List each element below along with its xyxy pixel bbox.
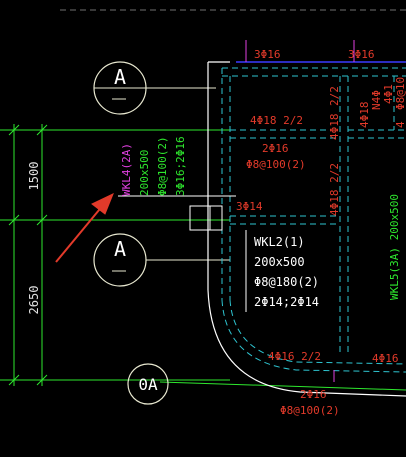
axis-label-0a: 0A bbox=[138, 375, 158, 394]
dimension-2650: 2650 bbox=[27, 286, 41, 315]
rebar-bottom-stirrup: Φ8@100(2) bbox=[280, 404, 340, 417]
rebar-right-n4: N4Φ bbox=[370, 90, 383, 110]
beam-wkl4-stirrup: Φ8@100(2) bbox=[156, 136, 169, 196]
beam-wkl4-annotation: WKL4(2A) 200x500 Φ8@100(2) 3Φ16;2Φ16 bbox=[120, 136, 187, 196]
rebar-bottom-4-16: 4Φ16 2/2 bbox=[268, 350, 321, 363]
rebar-right-4-1: 4Φ1 bbox=[382, 84, 395, 104]
beam-wkl4-size: 200x500 bbox=[138, 150, 151, 196]
beam-wkl2-size: 200x500 bbox=[254, 255, 305, 269]
rebar-top-right: 3Φ16 bbox=[348, 48, 375, 61]
beam-wkl2-rebar: 2Φ14;2Φ14 bbox=[254, 295, 319, 309]
rebar-mid-2-16: 2Φ16 bbox=[262, 142, 289, 155]
axis-bubble-0a: 0A bbox=[127, 363, 169, 405]
rebar-right-4-18: 4Φ18 bbox=[358, 102, 371, 129]
axis-bubble-a-lower: A bbox=[93, 233, 230, 287]
beam-wkl5-label: WKL5(3A) 200x500 bbox=[388, 194, 401, 300]
rebar-mid-stirrup: Φ8@100(2) bbox=[246, 158, 306, 171]
axis-bubble-a-upper: A bbox=[93, 61, 216, 115]
beam-wkl2-stirrup: Φ8@180(2) bbox=[254, 275, 319, 289]
beam-wkl2-annotation: WKL2(1) 200x500 Φ8@180(2) 2Φ14;2Φ14 bbox=[245, 230, 319, 312]
rebar-bottom-2-16: 2Φ16 bbox=[300, 388, 327, 401]
magenta-ticks bbox=[245, 40, 355, 382]
rebar-bottom-4-16b: 4Φ16 bbox=[372, 352, 399, 365]
beam-wkl2-name: WKL2(1) bbox=[254, 235, 305, 249]
rebar-side-4-18: 4Φ18 bbox=[328, 114, 341, 141]
beam-outlines bbox=[221, 67, 406, 373]
axis-label-a-lower: A bbox=[114, 237, 126, 261]
beam-wkl4-rebar: 3Φ16;2Φ16 bbox=[174, 136, 187, 196]
rebar-vert-2-2: 2/2 bbox=[328, 86, 341, 106]
pointer-arrow bbox=[55, 192, 114, 263]
rebar-three-14: 3Φ14 bbox=[236, 200, 263, 213]
rebar-right-4: 4 bbox=[394, 121, 406, 128]
axis-label-a-upper: A bbox=[114, 65, 126, 89]
rebar-mid-4-18: 4Φ18 2/2 bbox=[250, 114, 303, 127]
rebar-right-stirrup: Φ8@10 bbox=[394, 77, 406, 110]
dimension-1500: 1500 bbox=[27, 162, 41, 191]
dimension-lines bbox=[0, 124, 406, 391]
rebar-top-left: 3Φ16 bbox=[254, 48, 281, 61]
rebar-labels: 3Φ16 3Φ16 4Φ18 2/2 2Φ16 Φ8@100(2) 3Φ14 2… bbox=[236, 48, 406, 417]
wall-outline bbox=[207, 61, 406, 397]
beam-wkl4-name: WKL4(2A) bbox=[120, 143, 133, 196]
column-connector bbox=[118, 195, 236, 231]
rebar-vert-4-18: 4Φ18 2/2 bbox=[328, 163, 341, 216]
